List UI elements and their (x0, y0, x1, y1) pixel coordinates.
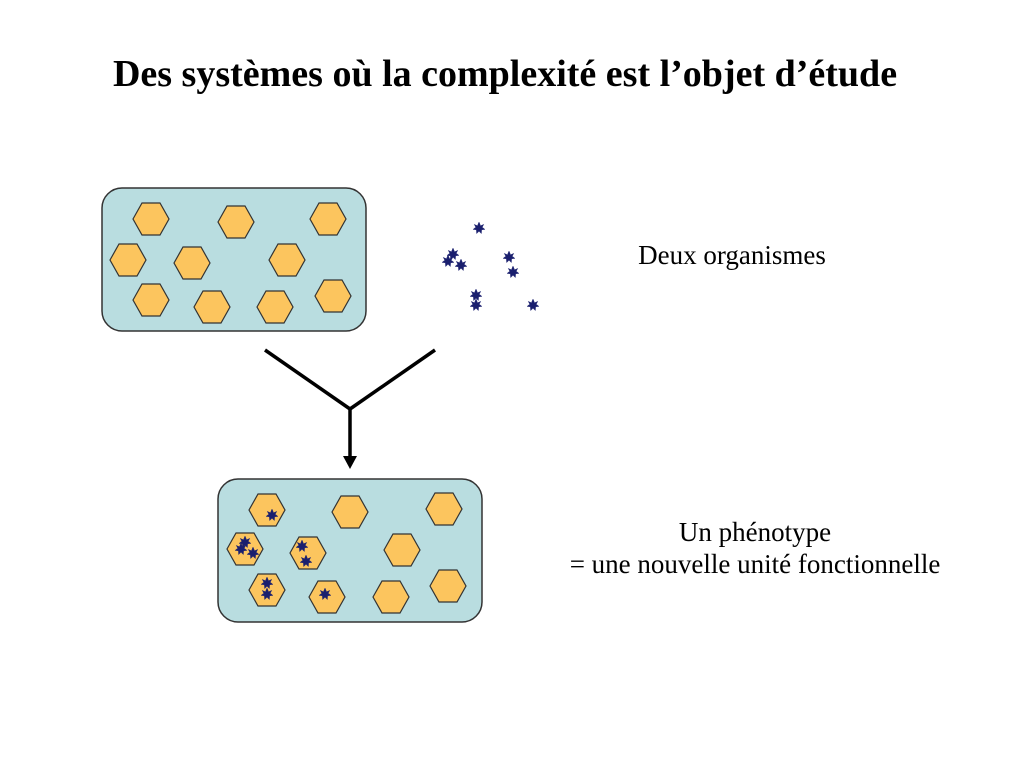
organism-1-box (101, 187, 367, 332)
page-title: Des systèmes où la complexité est l’obje… (112, 53, 898, 95)
star-burst-icon (454, 258, 468, 272)
phenotype-box (217, 478, 483, 623)
arrow-head (343, 456, 357, 469)
phenotype-label-line-1: Un phénotype (678, 517, 832, 547)
star-burst-icon (472, 221, 486, 235)
phenotype-label: Un phénotype = une nouvelle unité foncti… (500, 516, 1010, 580)
organisms-label: Deux organismes (638, 240, 826, 270)
star-burst-icon (526, 298, 540, 312)
star-burst-icon (502, 250, 516, 264)
star-burst-icon (469, 298, 483, 312)
merge-arrow (264, 348, 436, 458)
organism-2-particles (441, 221, 540, 312)
star-burst-icon (506, 265, 520, 279)
phenotype-label-line-2: = une nouvelle unité fonctionnelle (569, 549, 941, 579)
